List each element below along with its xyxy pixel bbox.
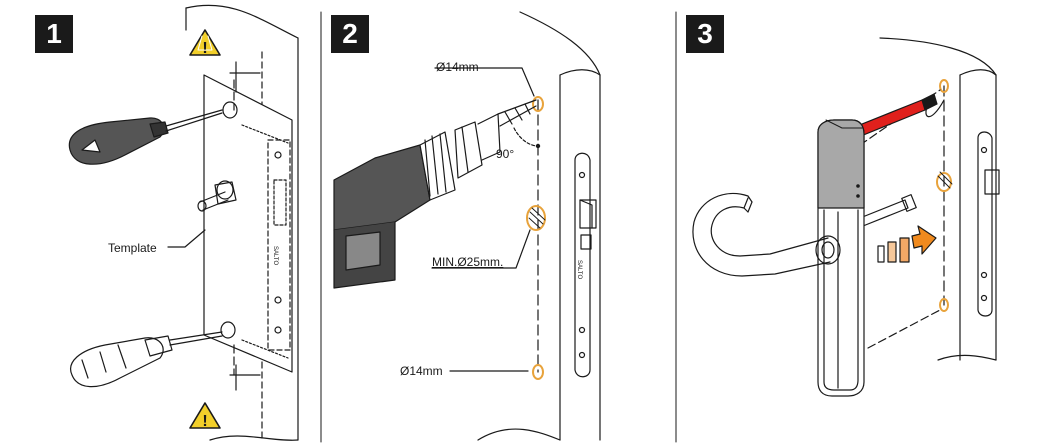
step-number-2: 2: [331, 15, 369, 53]
svg-text:SALTO: SALTO: [576, 260, 582, 279]
label-template: Template: [108, 241, 157, 255]
door-edge-3: [879, 37, 997, 361]
p3-hole-top: [939, 79, 949, 93]
drill-icon: [333, 99, 537, 289]
screwdriver-icon: [68, 109, 223, 165]
spindle-icon: [859, 194, 917, 227]
lever-handle-icon: [692, 192, 841, 277]
hole-mid-ring: [526, 205, 546, 231]
p3-hole-mid: [936, 172, 952, 192]
lock-faceplate: SALTO: [574, 152, 597, 378]
template-leader: [167, 229, 206, 248]
label-hole-mid: MIN.Ø25mm.: [432, 255, 503, 269]
hole-bottom-ring: [532, 364, 544, 380]
cable-icon: [851, 93, 945, 139]
label-hole-bottom: Ø14mm: [400, 364, 443, 378]
door-edge-2: [477, 11, 601, 441]
p3-hole-bottom: [939, 298, 949, 312]
template-hole-bottom: [220, 321, 236, 339]
label-angle: 90°: [496, 147, 514, 161]
hole-top-ring: [532, 96, 544, 112]
svg-text:!: !: [202, 40, 207, 57]
screwdriver-outline-icon: [70, 331, 223, 388]
svg-text:SALTO: SALTO: [272, 246, 278, 265]
step-number-1: 1: [35, 15, 73, 53]
template-hole-top: [222, 101, 238, 119]
warning-icon-bottom: !: [189, 402, 221, 430]
angle-arc: [513, 127, 539, 147]
label-hole-top: Ø14mm: [436, 60, 479, 74]
step-number-3: 3: [686, 15, 724, 53]
template-sheet: SALTO: [203, 61, 293, 391]
svg-text:!: !: [202, 413, 207, 430]
direction-arrow-icon: [877, 225, 937, 263]
template-hole-mid: [216, 180, 234, 200]
lock-faceplate-3: [977, 131, 1000, 317]
leader-hole-top: [434, 67, 535, 97]
leader-hole-mid: [431, 229, 531, 269]
warning-icon: !: [189, 29, 221, 57]
escutcheon-plate: [817, 119, 865, 397]
bolt-icon: [197, 181, 237, 212]
